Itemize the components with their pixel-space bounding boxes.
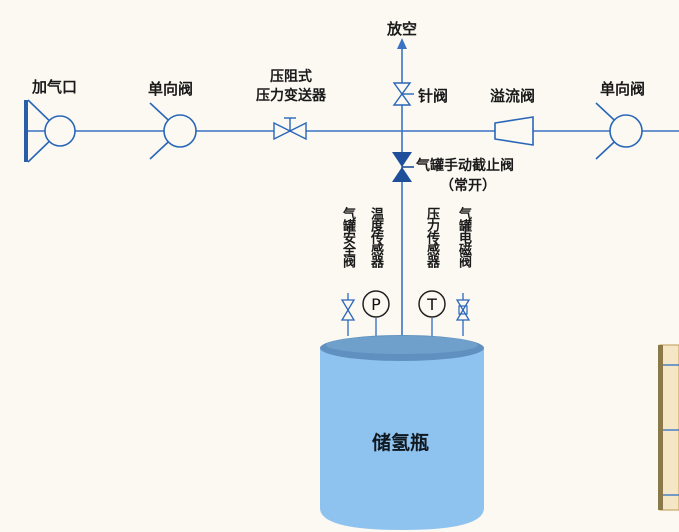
label-tank: 储氢瓶	[372, 432, 430, 454]
gauge-t-label: T	[426, 295, 437, 314]
inlet-check-circle-icon	[44, 115, 76, 147]
gauge-p-label: P	[371, 295, 381, 314]
relief-valve-icon	[494, 116, 534, 146]
tank-top-highlight	[326, 336, 478, 354]
label-solenoid-valve: 气罐电磁阀	[456, 207, 471, 267]
check-valve-left-circle-icon	[163, 114, 197, 148]
label-transmitter-line1: 压阻式	[270, 69, 312, 85]
label-manual-valve-state: （常开）	[440, 178, 496, 194]
transmitter-valve-icon	[273, 121, 292, 141]
inlet-bar-icon	[24, 100, 28, 162]
label-vent: 放空	[387, 20, 418, 38]
vent-arrow-icon	[397, 38, 407, 49]
needle-valve-icon-b	[392, 92, 412, 106]
check-valve-right-circle-icon	[609, 114, 643, 148]
needle-valve-icon	[392, 82, 412, 96]
manual-valve-icon	[392, 152, 412, 167]
solenoid-valve-icon	[455, 299, 471, 312]
label-pressure-sensor: 压力传感器	[424, 207, 439, 267]
gauge-t-icon	[418, 290, 446, 318]
label-check-valve-right: 单向阀	[600, 80, 646, 98]
label-check-valve-left: 单向阀	[148, 80, 194, 98]
safety-valve-icon-b	[340, 308, 356, 321]
safety-valve-icon	[340, 299, 356, 312]
side-equipment-post	[658, 345, 663, 510]
label-needle-valve: 针阀	[418, 87, 449, 105]
solenoid-valve-icon-b	[455, 308, 471, 321]
label-relief-valve: 溢流阀	[490, 87, 536, 105]
tank-body	[320, 348, 484, 530]
label-safety-valve: 气罐安全阀	[340, 207, 355, 267]
label-temp-sensor: 温度传感器	[368, 207, 383, 267]
label-transmitter-line2: 压力变送器	[256, 88, 326, 104]
manual-valve-icon-b	[392, 167, 412, 182]
solenoid-coil-icon	[458, 305, 468, 315]
label-inlet: 加气口	[32, 78, 78, 96]
gauge-p-icon	[362, 290, 390, 318]
transmitter-valve-icon-b	[288, 121, 307, 141]
label-manual-valve: 气罐手动截止阀	[416, 158, 514, 174]
